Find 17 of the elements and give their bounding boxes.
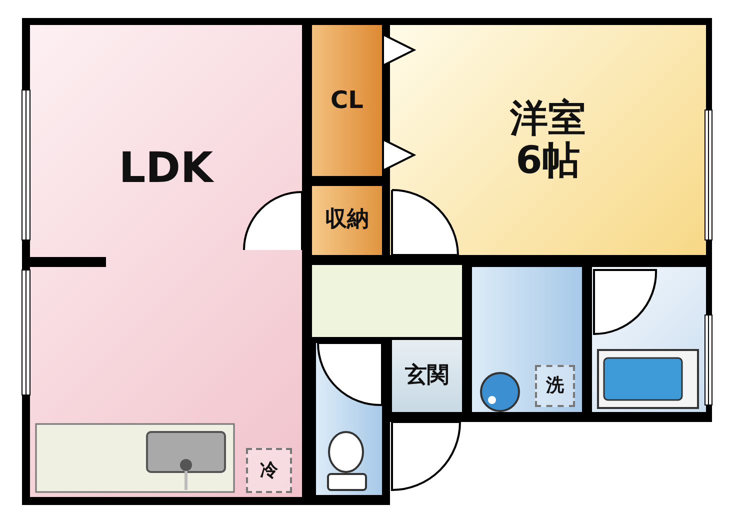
- toilet-room: [316, 343, 382, 495]
- room-label: 洋室: [510, 98, 586, 140]
- fridge-space: [246, 448, 292, 493]
- bedroom-area: [390, 25, 706, 255]
- room-label: LDK: [118, 145, 214, 192]
- washroom-area: [472, 267, 582, 412]
- entrance-area: [392, 340, 462, 412]
- storage-area: [312, 186, 382, 255]
- hallway-floor: [312, 265, 462, 337]
- washer-space: [535, 365, 575, 407]
- room-label: 6帖: [516, 140, 580, 182]
- room-label: 収納: [325, 208, 369, 233]
- closet-area: [312, 25, 382, 176]
- fridge-mark: 冷: [260, 460, 278, 480]
- room-label: 玄関: [405, 364, 449, 388]
- room-label: CL: [330, 87, 364, 114]
- washer-mark: 洗: [546, 376, 564, 396]
